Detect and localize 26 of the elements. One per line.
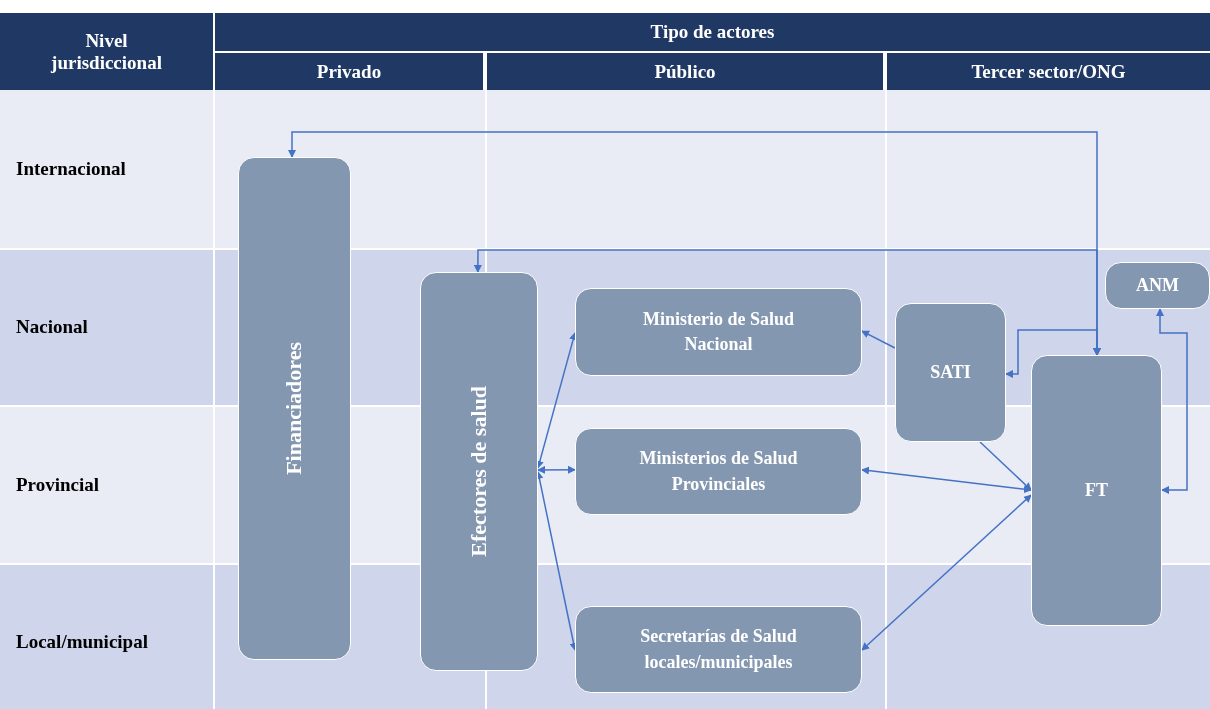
arrow	[979, 441, 1032, 491]
row-label: Internacional	[16, 158, 126, 180]
arrow	[1005, 329, 1101, 378]
column-header: Público	[487, 53, 883, 90]
column-header: Privado	[215, 53, 483, 90]
process-box: Ministerios de Salud Provinciales	[575, 428, 862, 515]
process-box: Secretarías de Salud locales/municipales	[575, 606, 862, 693]
arrow	[861, 330, 896, 349]
column-header: Tipo de actores	[215, 13, 1210, 51]
process-box: Efectores de salud	[420, 272, 538, 671]
row-label: Local/municipal	[16, 631, 148, 653]
process-box: FT	[1031, 355, 1162, 626]
arrow	[535, 470, 578, 651]
process-box: Financiadores	[238, 157, 351, 660]
process-box: SATI	[895, 303, 1006, 442]
process-box: Ministerio de Salud Nacional	[575, 288, 862, 376]
column-header: Tercer sector/ONG	[887, 53, 1210, 90]
column-header: Nivel jurisdiccional	[0, 13, 213, 90]
arrow	[1156, 308, 1188, 494]
arrow	[536, 331, 577, 469]
arrow	[537, 465, 576, 474]
arrow	[861, 494, 1032, 651]
process-box: ANM	[1105, 262, 1210, 309]
row-label: Provincial	[16, 474, 100, 496]
row-label: Nacional	[16, 316, 88, 338]
arrow	[861, 466, 1032, 494]
